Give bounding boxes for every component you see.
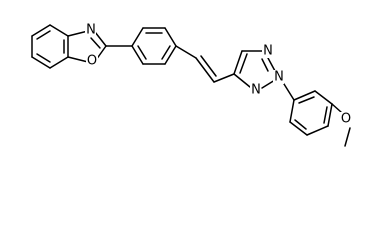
bond xyxy=(31,24,51,37)
bond xyxy=(49,24,69,37)
atom-label-benzoxazole-n: N xyxy=(85,23,96,38)
double-bond-inner xyxy=(137,45,147,60)
bond xyxy=(267,57,276,72)
bond xyxy=(67,30,89,37)
bond xyxy=(175,45,197,59)
double-bond-inner xyxy=(36,30,51,40)
bond xyxy=(213,73,235,83)
bond xyxy=(94,31,107,47)
atom-n: N xyxy=(263,44,273,59)
benzoxazole-benzo-ring xyxy=(31,24,69,69)
bond xyxy=(331,103,342,113)
bond xyxy=(261,79,276,89)
bond xyxy=(344,127,351,147)
atom-n: N xyxy=(86,23,96,38)
double-bond-inner xyxy=(161,45,171,60)
bond xyxy=(49,56,69,69)
atom-label-triazole-n1: N xyxy=(262,44,273,59)
double-bond-inner xyxy=(36,53,51,63)
bond-triazole-aryl xyxy=(283,83,295,101)
methoxyphenyl-ring xyxy=(289,90,333,136)
double-bond-inner xyxy=(323,106,328,124)
bond xyxy=(289,121,308,136)
double-bond-inner xyxy=(294,119,307,130)
phenylene-ring xyxy=(131,27,177,65)
atom-label-methoxy-o: O xyxy=(340,112,352,127)
bond xyxy=(233,73,251,88)
bond xyxy=(31,56,51,69)
atom-label-triazole-n2: N xyxy=(273,70,284,85)
bond xyxy=(233,50,243,75)
bond xyxy=(67,56,89,63)
bond xyxy=(164,45,177,65)
bond xyxy=(306,125,329,136)
double-bond-inner xyxy=(90,37,101,49)
bond xyxy=(164,27,177,47)
triazole-ring xyxy=(233,50,276,89)
double-bond-inner xyxy=(298,96,315,104)
atom-n: N xyxy=(251,83,261,98)
bond xyxy=(195,57,215,83)
atom-label-benzoxazole-o: O xyxy=(86,54,98,69)
bond xyxy=(131,27,144,47)
molecule-structure-diagram: N O N N N O xyxy=(31,23,352,147)
bond xyxy=(314,90,333,105)
atom-o: O xyxy=(87,54,97,69)
double-bond-inner xyxy=(239,53,248,74)
vinylene-linker xyxy=(175,45,235,83)
atom-n: N xyxy=(274,70,284,85)
atom-label-triazole-n3: N xyxy=(250,83,261,98)
double-bond-inner xyxy=(200,55,217,77)
bond xyxy=(327,103,333,127)
double-bond-inner xyxy=(261,58,269,72)
atom-o: O xyxy=(341,112,351,127)
bond xyxy=(289,99,295,123)
bond xyxy=(293,90,316,101)
bond xyxy=(131,45,144,65)
methoxy-group xyxy=(331,103,351,147)
